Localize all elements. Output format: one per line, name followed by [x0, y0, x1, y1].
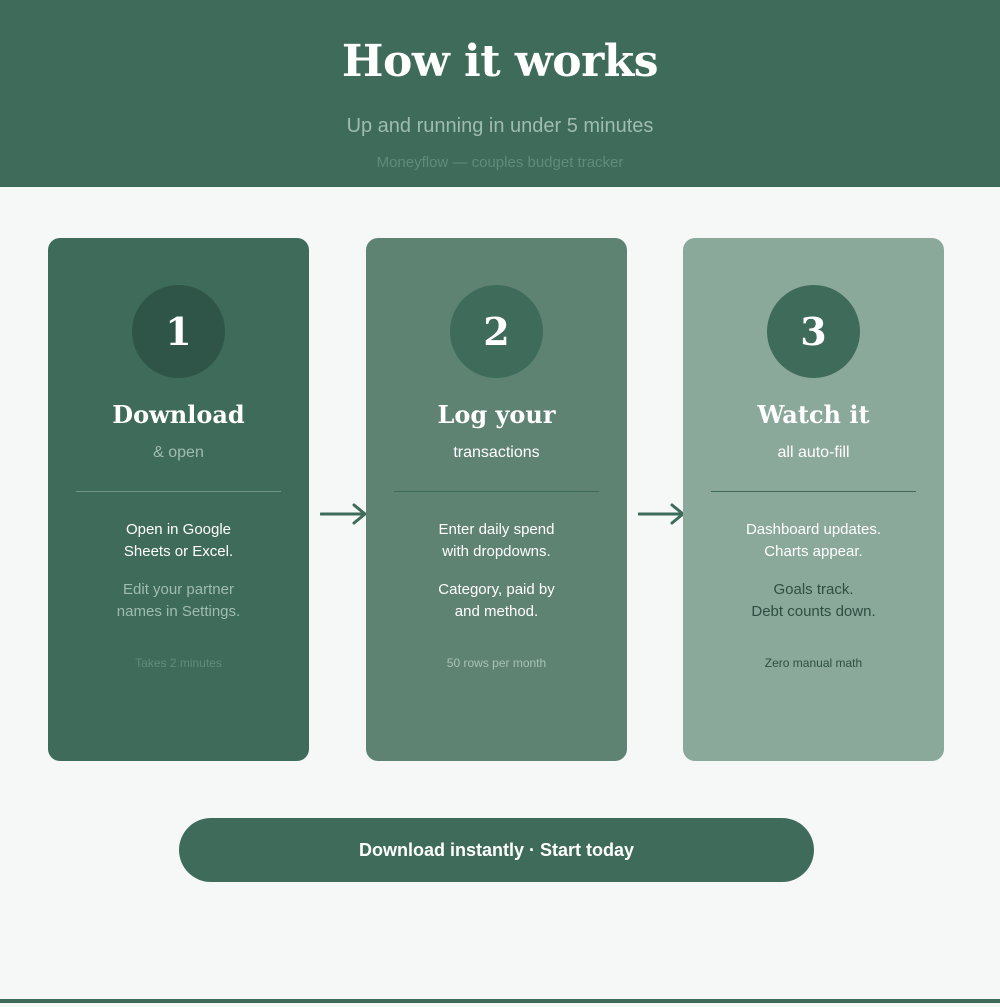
step-divider — [394, 491, 599, 492]
page-title: How it works — [341, 36, 659, 87]
step-description-line: with dropdowns. — [442, 543, 551, 560]
download-button[interactable]: Download instantly · Start today — [179, 818, 814, 882]
bottom-divider — [0, 999, 1000, 1003]
step-card-1: 1 Download & open Open in Google Sheets … — [48, 238, 309, 761]
step-divider — [76, 491, 281, 492]
step-detail-line: Edit your partner — [123, 581, 234, 598]
step-title: Log your — [437, 400, 556, 429]
step-detail-line: Debt counts down. — [751, 603, 876, 620]
step-note: Zero manual math — [764, 656, 863, 670]
arrow-right-icon — [320, 503, 367, 525]
step-subtitle: all auto-fill — [777, 444, 850, 461]
page-header: How it works Up and running in under 5 m… — [0, 0, 1000, 187]
step-description-line: Open in Google — [125, 521, 232, 538]
step-description: Dashboard updates. Charts appear. — [693, 519, 934, 563]
step-description-line: Charts appear. — [764, 543, 863, 560]
step-title: Download — [112, 400, 245, 429]
step-subtitle: transactions — [453, 444, 540, 461]
step-card-3: 3 Watch it all auto-fill Dashboard updat… — [683, 238, 944, 761]
step-title: Watch it — [757, 400, 870, 429]
step-detail: Edit your partner names in Settings. — [58, 579, 299, 623]
step-description: Open in Google Sheets or Excel. — [58, 519, 299, 563]
step-description-line: Enter daily spend — [438, 521, 555, 538]
step-number-badge: 1 — [132, 285, 225, 378]
step-number-badge: 2 — [450, 285, 543, 378]
step-note: 50 rows per month — [446, 656, 547, 670]
step-description-line: Sheets or Excel. — [123, 543, 234, 560]
arrow-right-icon — [638, 503, 685, 525]
step-divider — [711, 491, 916, 492]
page-subtitle: Up and running in under 5 minutes — [346, 115, 654, 137]
step-note: Takes 2 minutes — [135, 656, 222, 670]
step-detail-line: Category, paid by — [438, 581, 555, 598]
step-detail-line: Goals track. — [773, 581, 854, 598]
step-detail-line: and method. — [454, 603, 539, 620]
step-description: Enter daily spend with dropdowns. — [376, 519, 617, 563]
step-card-2: 2 Log your transactions Enter daily spen… — [366, 238, 627, 761]
step-subtitle: & open — [153, 444, 204, 461]
step-number-badge: 3 — [767, 285, 860, 378]
step-detail: Goals track. Debt counts down. — [693, 579, 934, 623]
step-detail: Category, paid by and method. — [376, 579, 617, 623]
step-description-line: Dashboard updates. — [745, 521, 882, 538]
step-detail-line: names in Settings. — [116, 603, 241, 620]
brand-tagline: Moneyflow — couples budget tracker — [376, 154, 624, 171]
